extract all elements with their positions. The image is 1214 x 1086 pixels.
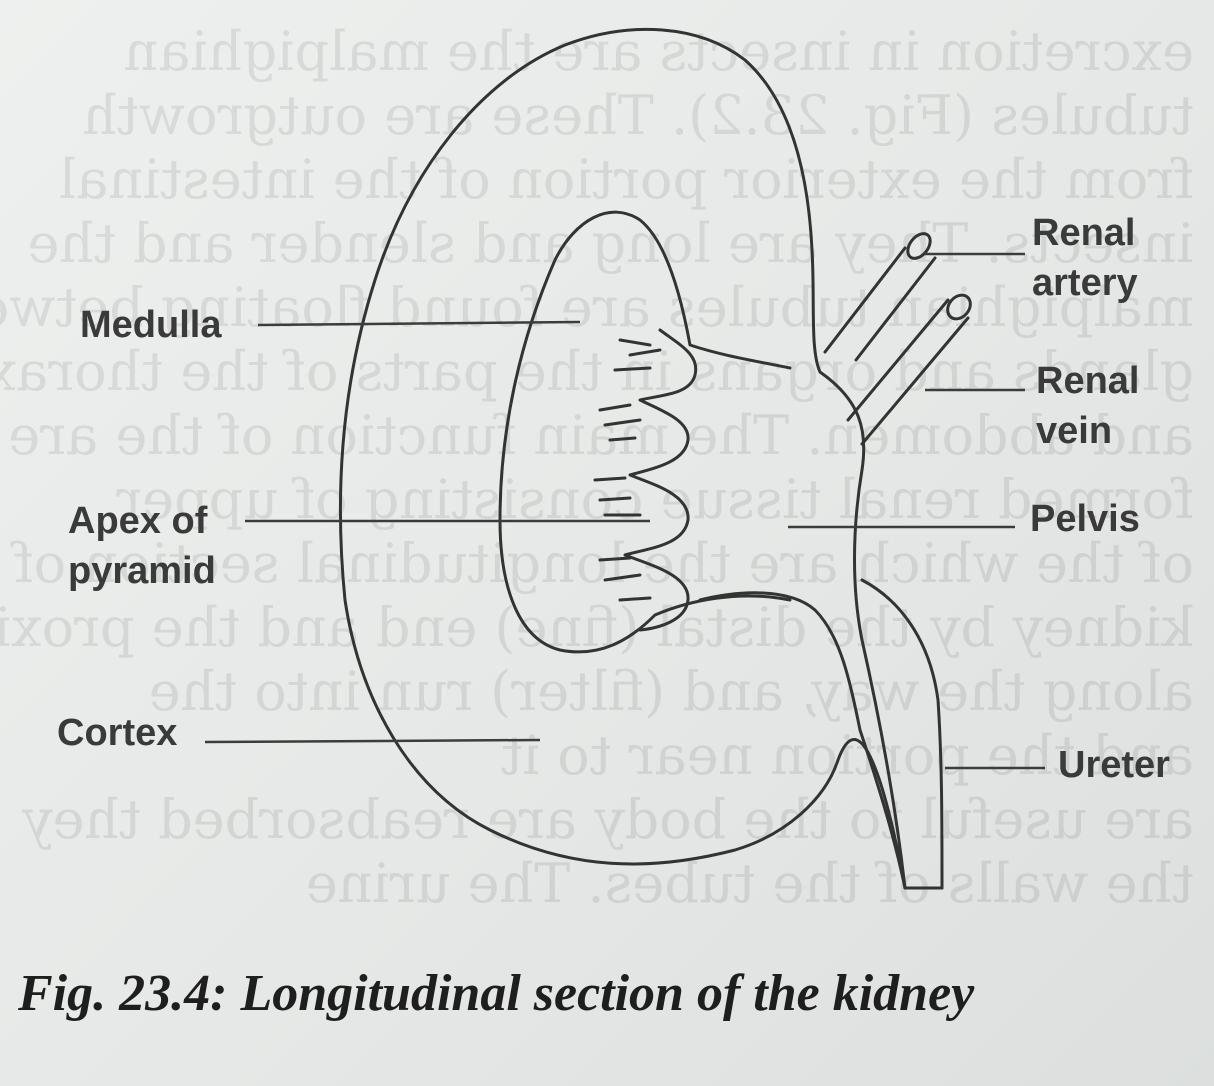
cortex-label: Cortex (57, 712, 177, 754)
pelvis-label: Pelvis (1030, 498, 1140, 540)
kidney-inner-outline (498, 210, 792, 654)
kidney-outer-outline (338, 27, 907, 890)
ureter-left-wall (858, 728, 907, 890)
renal-pelvis (698, 591, 862, 732)
renal-vein-label-line2: vein (1036, 410, 1112, 452)
figure-caption: Fig. 23.4: Longitudinal section of the k… (17, 965, 975, 1022)
ureter-right-wall (860, 578, 944, 890)
renal-artery-label-line1: Renal (1032, 212, 1135, 254)
renal-artery-vessel (823, 232, 937, 362)
renal-artery-label-line2: artery (1032, 262, 1138, 304)
renal-vein-vessel (846, 293, 972, 446)
ureter-label: Ureter (1058, 744, 1170, 786)
apex-of-pyramid-label-line2: pyramid (68, 550, 216, 592)
pyramid-striations (593, 338, 662, 602)
apex-of-pyramid-label-line1: Apex of (68, 500, 208, 542)
renal-vein-label-line1: Renal (1036, 360, 1139, 402)
cortex-leader-line (204, 738, 541, 744)
medullary-pyramids (623, 328, 698, 632)
medulla-label: Medulla (80, 304, 222, 346)
medulla-leader-line (257, 320, 581, 327)
